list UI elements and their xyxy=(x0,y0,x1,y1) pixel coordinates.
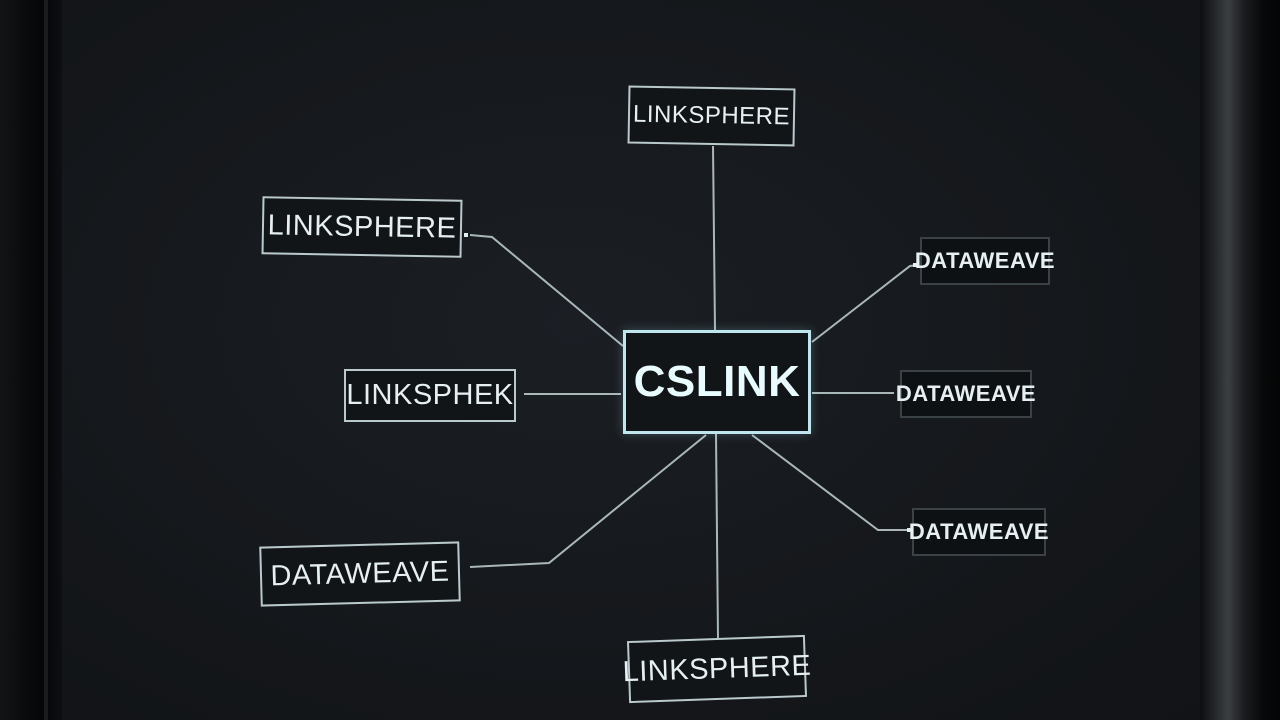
connector-bottom xyxy=(715,433,719,639)
connector-dot xyxy=(464,233,468,237)
node-bottom: LINKSPHERE xyxy=(622,634,812,704)
connector-lower-left xyxy=(469,434,707,568)
node-upper-right: DATAWEAVE xyxy=(915,237,1055,285)
node-label: DATAWEAVE xyxy=(908,519,1050,544)
node-middle-right: DATAWEAVE xyxy=(896,370,1036,418)
connector-upper-left xyxy=(469,234,624,347)
connector-dot xyxy=(907,528,911,532)
bezel-edge xyxy=(44,0,48,720)
node-lower-left: DATAWEAVE xyxy=(259,541,461,607)
node-middle-left: LINKSPHEK xyxy=(344,369,516,422)
node-top: LINKSPHERE xyxy=(627,85,796,147)
monitor-bezel-right xyxy=(1200,0,1280,720)
node-label: DATAWEAVE xyxy=(270,555,450,592)
connector-top xyxy=(712,145,716,331)
monitor-bezel-left xyxy=(0,0,62,720)
node-label: LINKSPHERE xyxy=(267,208,457,245)
node-label: LINKSPHERE xyxy=(622,649,812,688)
center-node-label: CSLINK xyxy=(633,357,801,406)
node-upper-left: LINKSPHERE xyxy=(261,196,463,258)
connector-upper-right xyxy=(811,264,919,343)
connector-dot xyxy=(913,263,917,267)
node-label: LINKSPHERE xyxy=(632,100,791,131)
node-label: DATAWEAVE xyxy=(895,381,1037,406)
node-label: LINKSPHEK xyxy=(346,379,514,411)
node-lower-right: DATAWEAVE xyxy=(908,508,1050,556)
connector-lower-right xyxy=(751,434,908,531)
center-node: CSLINK xyxy=(623,330,811,434)
node-label: DATAWEAVE xyxy=(914,248,1056,273)
